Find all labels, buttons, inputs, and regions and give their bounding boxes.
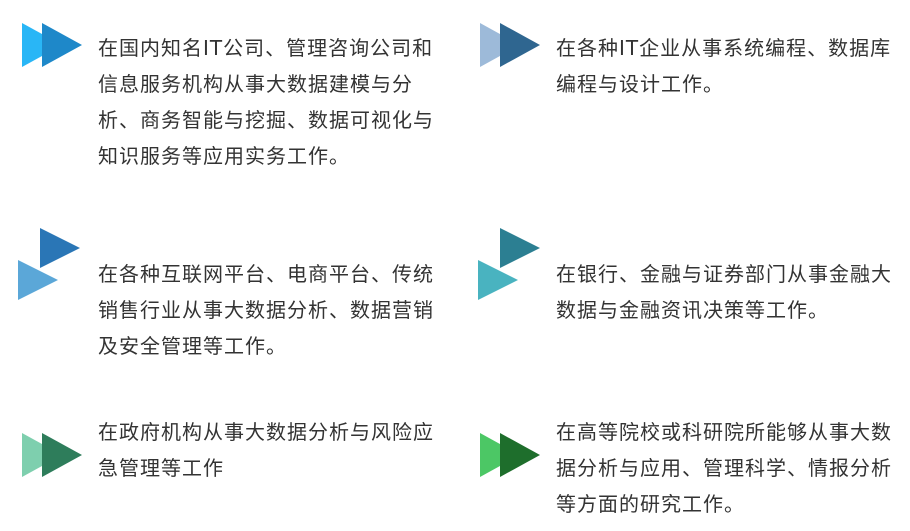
career-item-text: 在银行、金融与证券部门从事金融大数据与金融资讯决策等工作。 [556, 262, 892, 322]
staggered-arrows-icon [478, 228, 542, 304]
career-item-text: 在高等院校或科研院所能够从事大数据分析与应用、管理科学、情报分析等方面的研究工作… [556, 420, 892, 516]
double-arrow-right-icon [22, 432, 84, 478]
career-item-text: 在各种IT企业从事系统编程、数据库编程与设计工作。 [556, 36, 892, 96]
career-item-text: 在政府机构从事大数据分析与风险应急管理等工作 [98, 420, 434, 480]
career-item-text: 在各种互联网平台、电商平台、传统销售行业从事大数据分析、数据营销及安全管理等工作… [98, 262, 434, 358]
staggered-arrows-icon [18, 228, 82, 304]
double-arrow-right-icon [480, 432, 542, 478]
career-item-text: 在国内知名IT公司、管理咨询公司和信息服务机构从事大数据建模与分析、商务智能与挖… [98, 36, 434, 168]
double-arrow-right-icon [480, 22, 542, 68]
double-arrow-right-icon [22, 22, 84, 68]
